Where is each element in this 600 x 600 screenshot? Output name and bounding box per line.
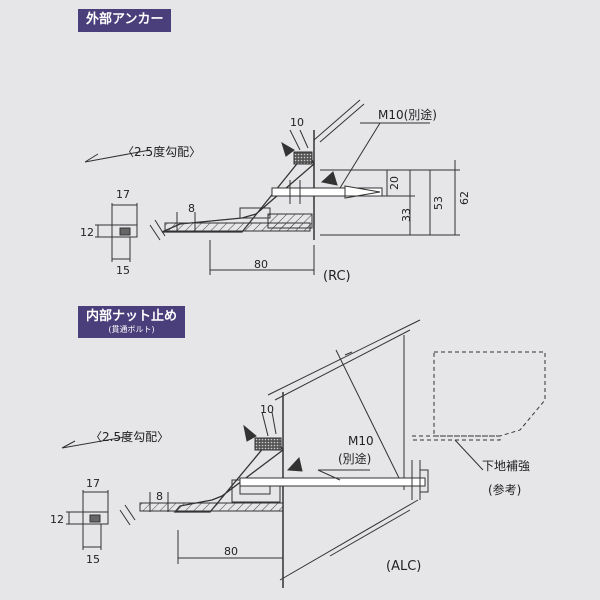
rc-detail	[84, 99, 460, 275]
reinforcement	[433, 351, 546, 437]
reinforcement-label-1: 下地補強	[482, 459, 530, 473]
through-bolt	[239, 477, 426, 487]
dim-10-alc: 10	[260, 403, 274, 416]
dim-17-alc: 17	[86, 477, 100, 490]
slope-label-alc: 〈2.5度勾配〉	[90, 429, 169, 444]
substrate-label-alc: (ALC)	[386, 559, 421, 574]
dim-17-rc: 17	[116, 188, 130, 201]
sealant	[293, 151, 313, 165]
dim-10-rc: 10	[290, 116, 304, 129]
slope-label-rc: 〈2.5度勾配〉	[122, 144, 201, 159]
dim-53-rc: 53	[432, 196, 445, 210]
slope-arrow	[84, 149, 151, 163]
alc-detail	[61, 319, 546, 588]
dim-80-alc: 80	[224, 545, 238, 558]
bolt-label-alc-1: M10	[348, 434, 374, 448]
bolt-label-alc-2: (別途)	[338, 451, 371, 466]
bolt-label-rc: M10(別途)	[378, 107, 437, 122]
dim-20-rc: 20	[388, 176, 401, 190]
dim-12-alc: 12	[50, 513, 64, 526]
dim-33-rc: 33	[400, 208, 413, 222]
dim-8-rc: 8	[188, 202, 195, 215]
dim-15-alc: 15	[86, 553, 100, 566]
dim-12-rc: 12	[80, 226, 94, 239]
dim-80-rc: 80	[254, 258, 268, 271]
substrate-label-rc: (RC)	[323, 269, 351, 284]
reinforcement-label-2: (参考)	[488, 482, 521, 497]
dim-15-rc: 15	[116, 264, 130, 277]
section-title-external-anchor: 外部アンカー	[78, 9, 172, 32]
section-title-internal-nut: 内部ナット止め (貫通ボルト)	[78, 306, 186, 339]
dim-62-rc: 62	[458, 191, 471, 205]
mini-section	[111, 224, 138, 238]
dim-8-alc: 8	[156, 490, 163, 503]
